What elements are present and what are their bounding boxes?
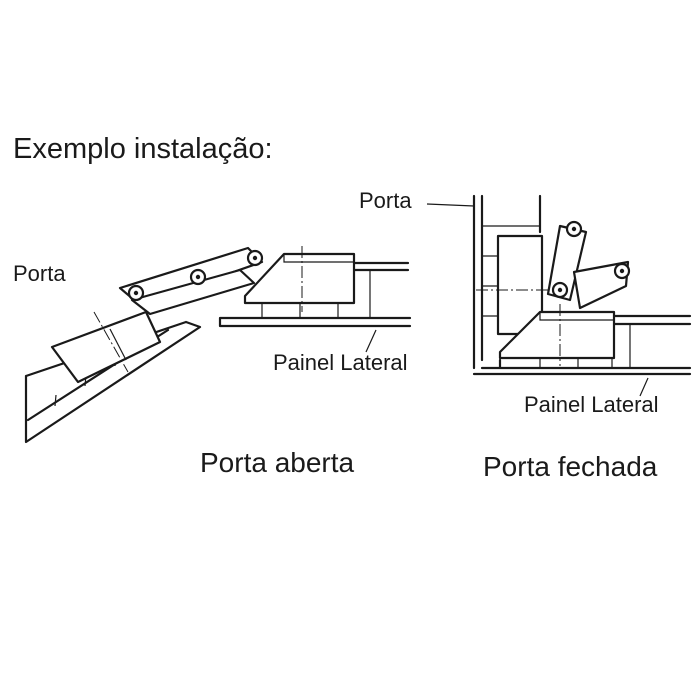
open-door-diagram (24, 246, 412, 444)
closed-door-diagram (426, 194, 692, 397)
open-hinge-arms (118, 246, 264, 316)
closed-door-panel (426, 194, 542, 370)
open-door-label: Porta (13, 261, 66, 286)
closed-panel-label: Painel Lateral (524, 392, 659, 417)
open-panel-label: Painel Lateral (273, 350, 408, 375)
closed-mounting-plate (498, 304, 616, 366)
page-title: Exemplo instalação: (13, 133, 273, 165)
closed-hinge-arms (546, 220, 631, 310)
closed-side-panel (472, 314, 692, 376)
closed-door-caption: Porta fechada (483, 451, 658, 482)
open-side-panel (218, 261, 412, 328)
open-door-caption: Porta aberta (200, 447, 355, 478)
open-door-hinge-cup (50, 310, 162, 384)
closed-door-label: Porta (359, 188, 412, 213)
open-mounting-plate (243, 246, 356, 312)
